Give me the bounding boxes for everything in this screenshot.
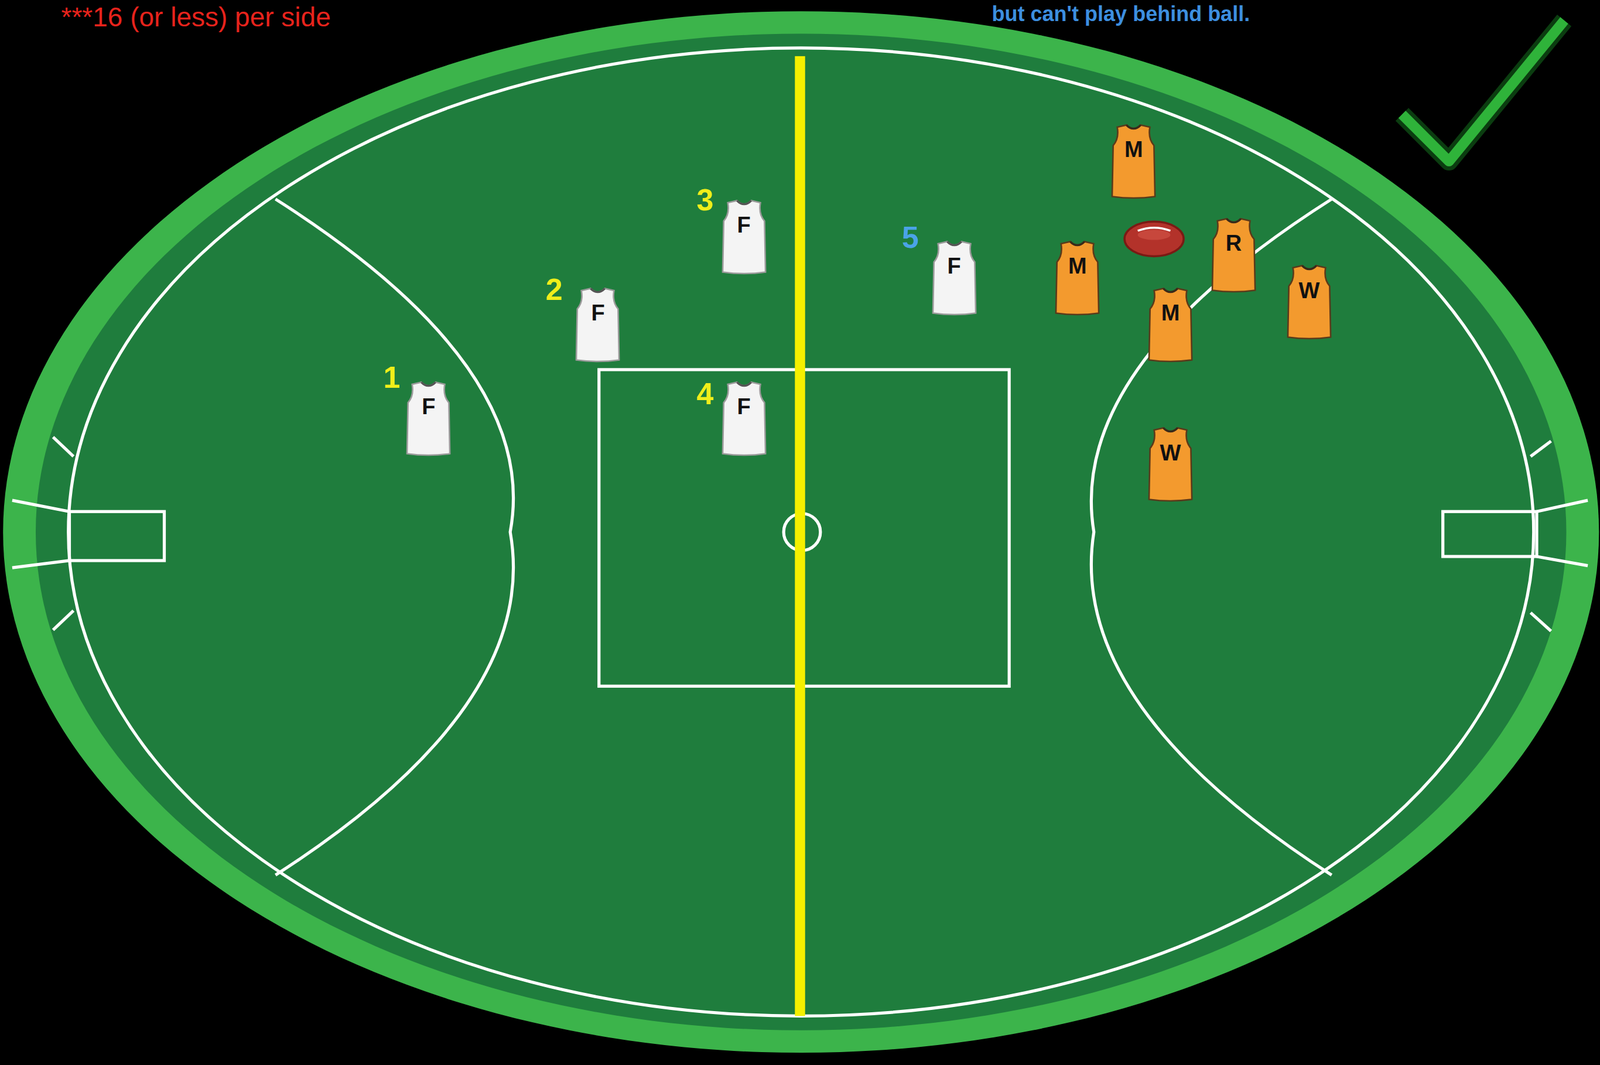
jersey-shape (402, 380, 454, 457)
orange-jersey: M (1108, 122, 1160, 200)
orange-jersey: R (1208, 216, 1260, 294)
jersey-shape (572, 286, 624, 364)
checkmark (1402, 20, 1565, 162)
position-letter: F (928, 239, 980, 278)
position-letter: W (1144, 425, 1196, 464)
jersey-shape (1051, 239, 1103, 317)
position-letter: W (1283, 263, 1335, 302)
jersey-shape (718, 198, 770, 276)
callout-number: 4 (696, 377, 714, 411)
jersey-shape (1144, 425, 1196, 503)
football (1124, 221, 1184, 256)
goal-square-right (1443, 511, 1537, 557)
white-jersey: F (572, 286, 624, 364)
jersey-shape (1283, 263, 1335, 341)
jersey-shape (1208, 216, 1260, 294)
position-letter: F (402, 380, 454, 418)
callout-number: 2 (545, 272, 563, 307)
jersey-shape (1144, 286, 1196, 364)
orange-jersey: M (1051, 239, 1103, 317)
position-letter: M (1108, 122, 1160, 161)
white-jersey: F (928, 239, 980, 317)
position-letter: F (572, 286, 624, 324)
callout-number: 3 (696, 183, 714, 217)
boundary-line (68, 48, 1534, 1016)
white-jersey: F (718, 198, 770, 276)
jersey-shape (928, 239, 980, 317)
note-text: but can't play behind ball. (992, 2, 1251, 26)
note-text: ***16 (or less) per side (61, 2, 331, 33)
yellow-line (794, 56, 805, 1016)
playing-surface (35, 33, 1567, 1031)
jersey-shape (1108, 122, 1160, 200)
position-letter: M (1051, 239, 1103, 278)
outer-ground (2, 11, 1599, 1053)
jersey-shape (718, 380, 770, 457)
orange-jersey: W (1144, 425, 1196, 503)
white-jersey: F (402, 380, 454, 457)
orange-jersey: W (1283, 263, 1335, 341)
position-letter: F (718, 380, 770, 418)
callout-number: 1 (383, 360, 401, 395)
fifty-arc-right (1091, 199, 1332, 875)
goal-square-left (69, 511, 164, 561)
callout-number: 5 (901, 220, 919, 255)
position-letter: F (718, 198, 770, 237)
position-letter: M (1144, 286, 1196, 324)
white-jersey: F (718, 380, 770, 457)
orange-jersey: M (1144, 286, 1196, 364)
position-letter: R (1208, 216, 1260, 255)
fifty-arc-left (275, 199, 514, 875)
